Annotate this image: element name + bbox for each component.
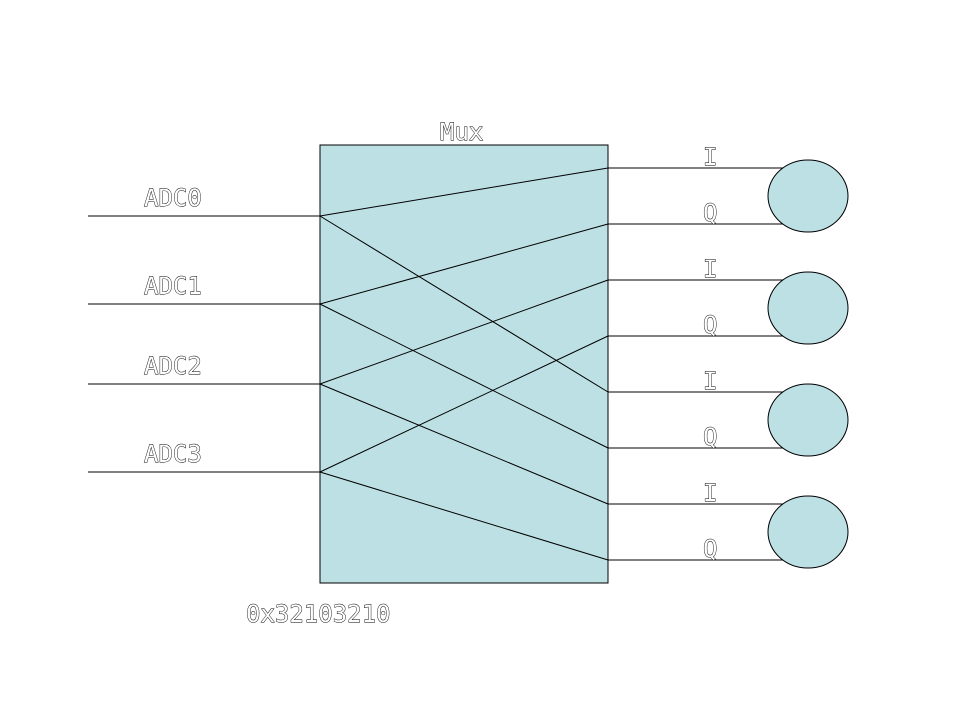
output-label-i0: I [703, 143, 717, 171]
route-wire-adc3-to-out3 [319, 335, 609, 473]
mux-routing-wires [319, 167, 609, 561]
input-label-adc3: ADC3 [144, 440, 202, 468]
output-label-i3: I [703, 479, 717, 507]
register-value: 0x32103210 [246, 600, 391, 628]
output-label-q0: Q [703, 199, 717, 227]
output-node-2 [767, 383, 849, 457]
input-label-adc2: ADC2 [144, 352, 202, 380]
route-wire-adc1-to-out5 [319, 303, 609, 449]
route-wire-adc0-to-out4 [319, 215, 609, 393]
output-label-i2: I [703, 367, 717, 395]
output-label-q1: Q [703, 311, 717, 339]
output-label-q3: Q [703, 535, 717, 563]
route-wire-adc2-to-out6 [319, 383, 609, 505]
output-node-3 [767, 495, 849, 569]
input-label-adc0: ADC0 [144, 184, 202, 212]
route-wire-adc3-to-out7 [319, 471, 609, 561]
output-label-i1: I [703, 255, 717, 283]
route-wire-adc1-to-out1 [319, 223, 609, 305]
output-label-q2: Q [703, 423, 717, 451]
output-node-0 [767, 159, 849, 233]
route-wire-adc2-to-out2 [319, 279, 609, 385]
mux-block [319, 144, 609, 584]
input-label-adc1: ADC1 [144, 272, 202, 300]
route-wire-adc0-to-out0 [319, 167, 609, 217]
mux-label: Mux [440, 118, 483, 146]
output-node-1 [767, 271, 849, 345]
